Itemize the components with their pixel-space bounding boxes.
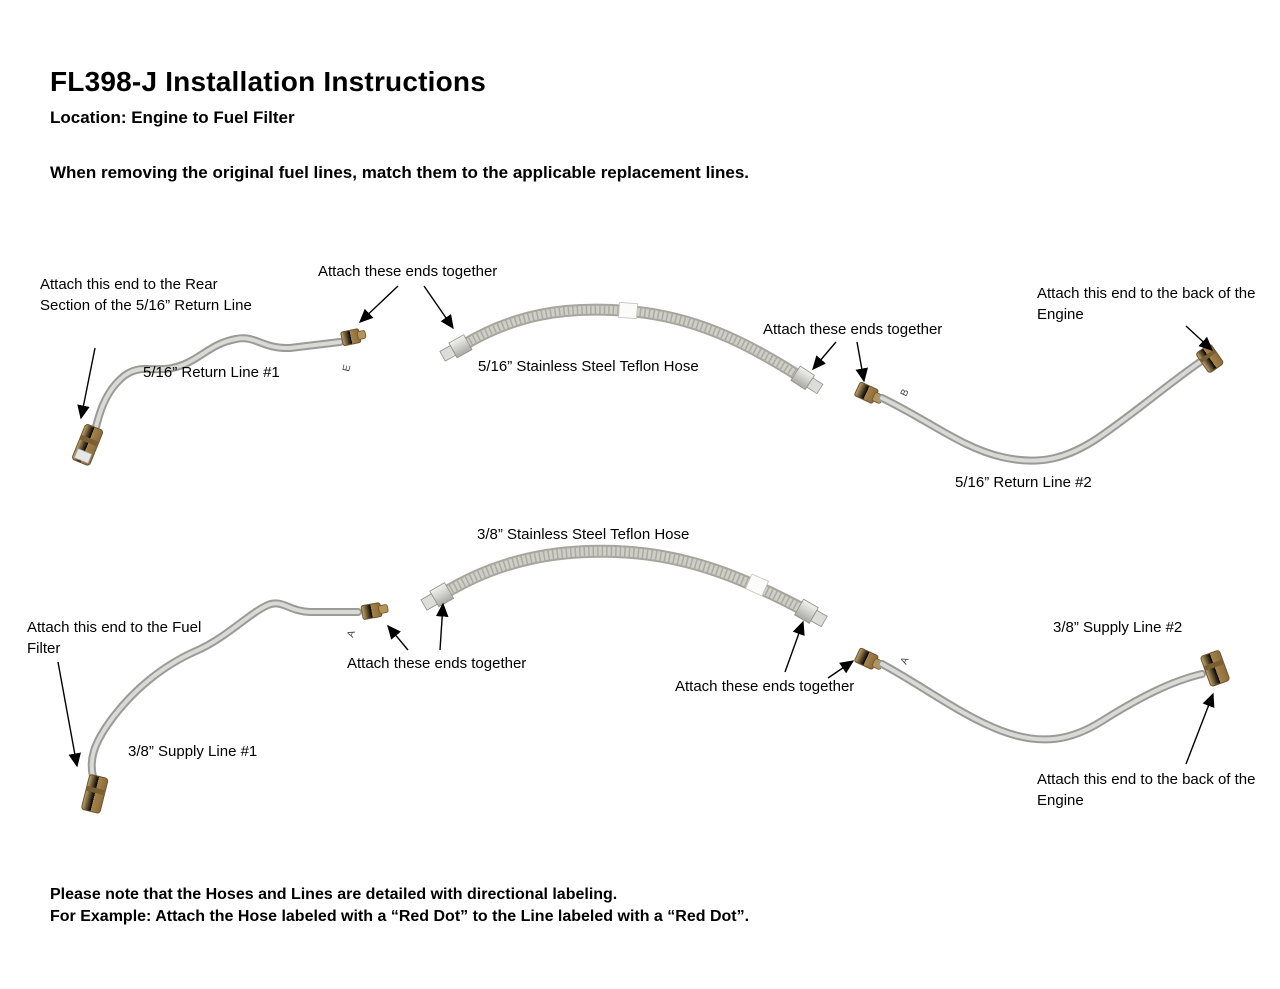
return-line-2-connector xyxy=(854,381,884,404)
arrow-to-rear-fitting xyxy=(77,347,96,420)
arrow-ends-together-br-1 xyxy=(784,620,805,673)
label-return-hose: 5/16” Stainless Steel Teflon Hose xyxy=(478,358,699,375)
top-arrows xyxy=(77,285,1214,420)
label-attach-ends-together-top-right: Attach these ends together xyxy=(763,321,943,338)
arrow-ends-together-right-1 xyxy=(812,341,837,371)
label-attach-ends-together-bottom-left: Attach these ends together xyxy=(347,655,527,672)
return-line-1-end-fitting xyxy=(72,424,104,466)
intro-instruction: When removing the original fuel lines, m… xyxy=(50,163,750,182)
direction-marker-a-left: A xyxy=(345,629,358,639)
label-attach-engine-bottom: Attach this end to the back of the Engin… xyxy=(1037,771,1256,809)
note-directional-labeling: Please note that the Hoses and Lines are… xyxy=(50,886,618,903)
label-return-line-2: 5/16” Return Line #2 xyxy=(955,474,1092,491)
label-supply-line-1: 3/8” Supply Line #1 xyxy=(128,743,258,760)
return-line-1-connector xyxy=(340,328,367,347)
supply-line-1-tube xyxy=(87,599,362,790)
page-title: FL398-J Installation Instructions xyxy=(50,66,487,97)
label-attach-engine-top: Attach this end to the back of the Engin… xyxy=(1037,285,1256,323)
label-attach-fuel-filter: Attach this end to the Fuel Filter xyxy=(27,619,202,657)
label-return-line-1: 5/16” Return Line #1 xyxy=(143,364,280,381)
direction-marker-e: E xyxy=(341,363,353,372)
supply-line-2-connector xyxy=(854,647,884,670)
bottom-arrows xyxy=(57,602,1215,768)
arrow-ends-together-left-2 xyxy=(423,285,454,330)
arrow-ends-together-right-2 xyxy=(855,341,868,383)
label-attach-rear-section: Attach this end to the Rear Section of t… xyxy=(40,276,252,314)
location-subtitle: Location: Engine to Fuel Filter xyxy=(50,108,295,127)
supply-line-2-tube xyxy=(878,660,1206,744)
arrow-to-engine-top xyxy=(1185,325,1214,351)
label-attach-ends-together-bottom-right: Attach these ends together xyxy=(675,678,855,695)
label-attach-ends-together-top-left: Attach these ends together xyxy=(318,263,498,280)
arrow-to-engine-bottom xyxy=(1185,692,1215,765)
supply-line-1-connector xyxy=(360,602,389,620)
arrow-ends-together-left-1 xyxy=(358,285,399,323)
supply-hose xyxy=(420,544,828,628)
return-line-2-tube xyxy=(878,358,1204,465)
direction-marker-a-right: A xyxy=(899,655,912,666)
arrow-to-fuel-filter xyxy=(57,661,81,768)
label-supply-hose: 3/8” Stainless Steel Teflon Hose xyxy=(477,526,690,543)
supply-line-1-end-fitting xyxy=(81,774,109,814)
return-hose xyxy=(439,301,824,395)
direction-marker-b: B xyxy=(899,387,912,398)
arrow-ends-together-bl-1 xyxy=(387,624,409,651)
label-supply-line-2: 3/8” Supply Line #2 xyxy=(1053,619,1183,636)
arrow-ends-together-br-2 xyxy=(827,660,855,679)
note-red-dot-example: For Example: Attach the Hose labeled wit… xyxy=(50,908,750,925)
return-line-1-tube xyxy=(88,334,344,448)
arrow-ends-together-bl-2 xyxy=(435,602,449,651)
supply-line-2-end-fitting xyxy=(1200,650,1230,687)
